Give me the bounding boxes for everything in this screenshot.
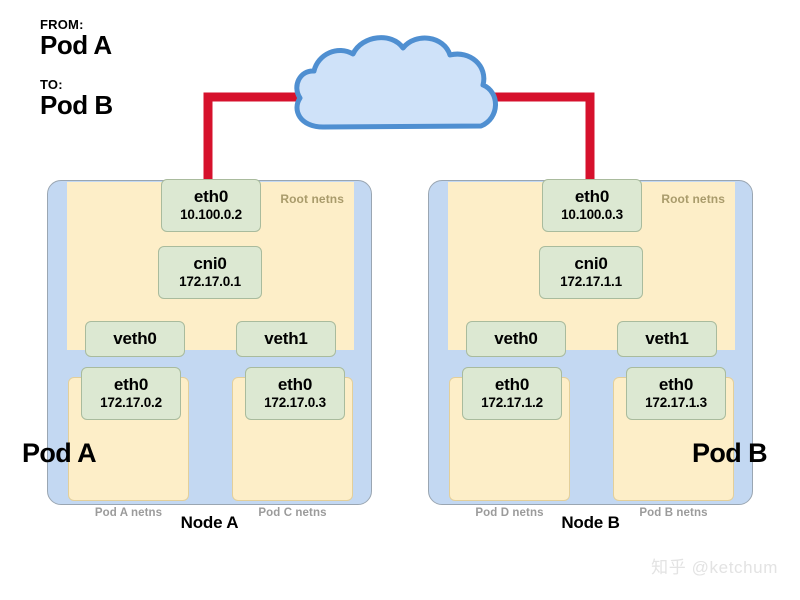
watermark: 知乎 @ketchum [651, 558, 778, 577]
iface-pod-eth0-b-1: eth0 172.17.1.3 [626, 367, 726, 420]
iface-pod-eth0-b-0: eth0 172.17.1.2 [462, 367, 562, 420]
iface-ip: 172.17.0.2 [100, 395, 162, 411]
iface-name: veth0 [113, 329, 157, 349]
pod-netns-label-a-1: Pod C netns [258, 507, 327, 519]
iface-name: cni0 [574, 254, 608, 274]
from-label: FROM: [40, 17, 84, 32]
iface-pod-eth0-a-1: eth0 172.17.0.3 [245, 367, 345, 420]
iface-veth0-a: veth0 [85, 321, 185, 357]
iface-name: veth0 [494, 329, 538, 349]
iface-name: cni0 [193, 254, 227, 274]
pod-b-callout: Pod B [692, 438, 768, 468]
iface-pod-eth0-a-0: eth0 172.17.0.2 [81, 367, 181, 420]
to-value: Pod B [40, 90, 113, 120]
from-value: Pod A [40, 30, 112, 60]
pod-netns-label-a-0: Pod A netns [94, 507, 163, 519]
node-container-b: Root netns Pod D netns Pod B netns eth0 … [428, 179, 753, 519]
iface-cni0-b: cni0 172.17.1.1 [539, 246, 643, 299]
iface-name: eth0 [193, 187, 229, 207]
iface-name: eth0 [574, 187, 610, 207]
iface-name: eth0 [658, 375, 694, 395]
iface-ip: 172.17.1.2 [481, 395, 543, 411]
iface-name: eth0 [494, 375, 530, 395]
root-netns-label-b: Root netns [661, 192, 725, 206]
iface-name: eth0 [113, 375, 149, 395]
iface-cni0-a: cni0 172.17.0.1 [158, 246, 262, 299]
iface-name: veth1 [645, 329, 689, 349]
iface-eth0-root-a: eth0 10.100.0.2 [161, 179, 261, 232]
pod-netns-label-b-1: Pod B netns [639, 507, 708, 519]
iface-ip: 10.100.0.2 [180, 207, 242, 223]
iface-ip: 172.17.1.1 [560, 274, 622, 290]
iface-name: veth1 [264, 329, 308, 349]
iface-ip: 172.17.1.3 [645, 395, 707, 411]
iface-ip: 172.17.0.3 [264, 395, 326, 411]
node-caption-b: Node B [561, 513, 620, 532]
to-annotation: TO: Pod B [40, 78, 113, 119]
iface-ip: 10.100.0.3 [561, 207, 623, 223]
iface-veth1-b: veth1 [617, 321, 717, 357]
from-annotation: FROM: Pod A [40, 18, 112, 59]
iface-veth1-a: veth1 [236, 321, 336, 357]
root-netns-label-a: Root netns [280, 192, 344, 206]
pod-a-callout: Pod A [22, 438, 97, 468]
iface-veth0-b: veth0 [466, 321, 566, 357]
node-container-a: Root netns Pod A netns Pod C netns eth0 … [47, 179, 372, 519]
node-caption-a: Node A [180, 513, 239, 532]
iface-eth0-root-b: eth0 10.100.0.3 [542, 179, 642, 232]
iface-ip: 172.17.0.1 [179, 274, 241, 290]
network-cloud [294, 35, 498, 130]
iface-name: eth0 [277, 375, 313, 395]
to-label: TO: [40, 77, 63, 92]
pod-netns-label-b-0: Pod D netns [475, 507, 544, 519]
